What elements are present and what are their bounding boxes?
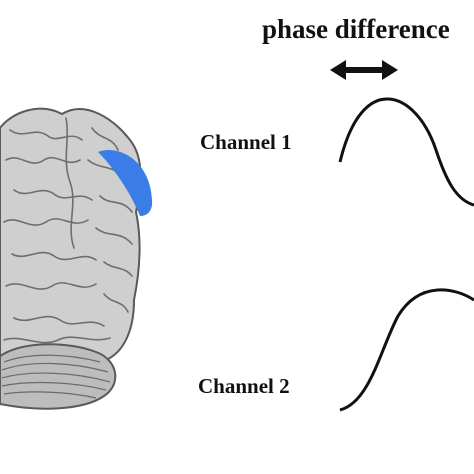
phase-difference-title: phase difference	[262, 14, 450, 44]
channel-1-label: Channel 1	[200, 130, 292, 154]
cerebellum-folds	[1, 354, 111, 399]
channel-1-waveform	[338, 97, 474, 207]
channel-2-label: Channel 2	[198, 374, 290, 398]
brain-illustration	[0, 107, 142, 410]
probe-sensor	[98, 150, 153, 216]
phase-difference-arrow	[330, 60, 398, 80]
brain-gyri	[3, 117, 133, 344]
channel-2-waveform	[339, 288, 474, 412]
